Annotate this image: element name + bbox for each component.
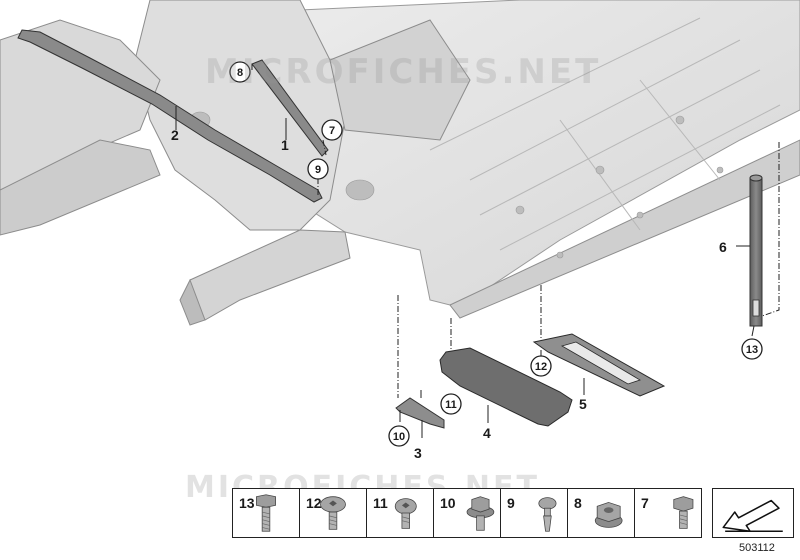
part-4-underbody-plate [439, 347, 573, 427]
hex-flange-screw-icon [466, 496, 495, 531]
svg-text:7: 7 [329, 125, 335, 137]
svg-text:11: 11 [445, 399, 457, 411]
hex-bolt-long-icon [256, 494, 276, 532]
legend-cell-8: 8 [567, 488, 635, 538]
legend-cell-11: 11 [366, 488, 434, 538]
svg-text:12: 12 [535, 361, 547, 373]
self-tapping-screw-icon [538, 497, 557, 532]
circled-callout-9: 9 [307, 158, 329, 180]
mounting-lines [251, 64, 780, 398]
part-2-long-strut [17, 29, 323, 203]
flange-nut-icon [594, 502, 623, 528]
drawing-number: 503112 [739, 542, 775, 554]
hex-bolt-short-icon [673, 496, 694, 529]
legend-cell-7: 7 [634, 488, 702, 538]
callout-4: 4 [483, 425, 491, 441]
torx-bolt-round-head-icon [320, 496, 346, 530]
svg-text:8: 8 [237, 67, 243, 79]
vehicle-body-floor [0, 0, 800, 326]
legend-cell-13: 13 [232, 488, 300, 538]
circled-callout-10: 10 [388, 425, 410, 447]
svg-text:9: 9 [315, 164, 321, 176]
torx-bolt-washer-icon [394, 498, 417, 529]
callout-5: 5 [579, 396, 587, 412]
part-3-small-bracket [395, 397, 445, 429]
legend-cell-arrow [712, 488, 794, 538]
callout-3: 3 [414, 445, 422, 461]
callout-6: 6 [719, 239, 727, 255]
part-6-support-rod [749, 174, 763, 327]
svg-text:10: 10 [393, 431, 405, 443]
legend-cell-9: 9 [500, 488, 568, 538]
arrow-direction-icon [722, 499, 783, 533]
svg-text:13: 13 [746, 344, 758, 356]
circled-callout-12: 12 [530, 355, 552, 377]
legend-cell-12: 12 [299, 488, 367, 538]
callout-1: 1 [281, 137, 289, 153]
circled-callout-7: 7 [321, 119, 343, 141]
callout-2: 2 [171, 127, 179, 143]
circled-callout-13: 13 [741, 338, 763, 360]
circled-callout-8: 8 [229, 61, 251, 83]
part-5-frame-bracket [532, 333, 666, 397]
part-1-short-strut [251, 59, 329, 157]
circled-callout-11: 11 [440, 393, 462, 415]
legend-cell-10: 10 [433, 488, 501, 538]
